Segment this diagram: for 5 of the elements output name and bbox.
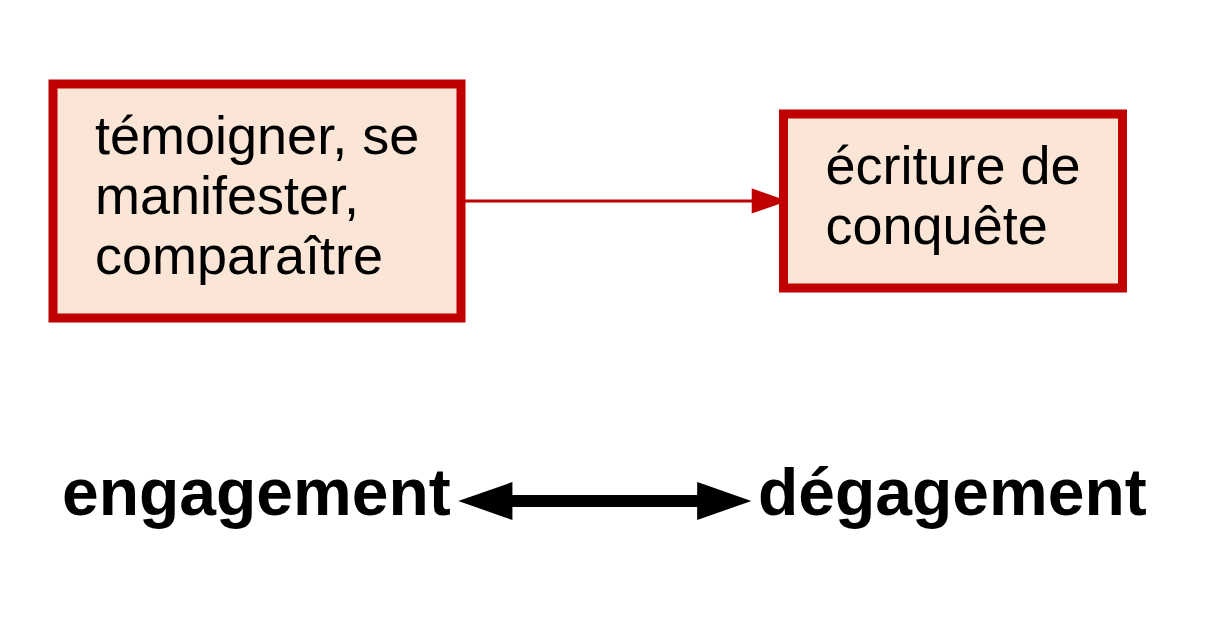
node-box: écriture de conquête <box>779 109 1127 293</box>
node-text: dégagement <box>758 454 1147 529</box>
node-text: engagement <box>62 454 451 529</box>
node-box: témoigner, se manifester, comparaître <box>48 79 466 323</box>
arrow <box>458 482 752 520</box>
